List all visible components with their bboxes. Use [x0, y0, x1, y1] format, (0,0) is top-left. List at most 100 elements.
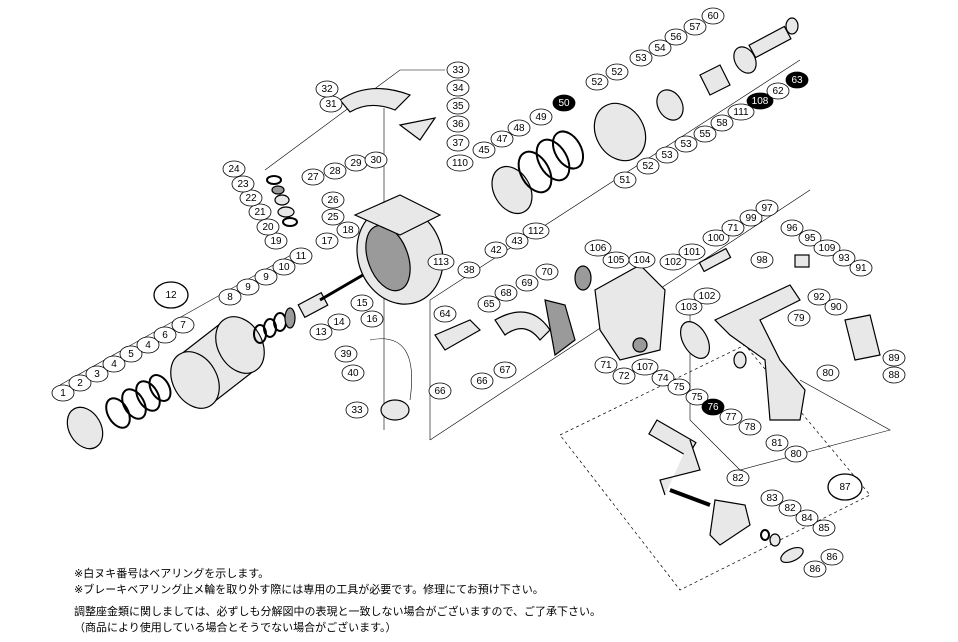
part-label-89: 89: [882, 349, 906, 367]
part-number: 30: [370, 155, 382, 166]
label-marker: [515, 274, 539, 292]
label-marker: [755, 199, 779, 217]
part-number: 8: [227, 292, 233, 303]
part-label-22: 22: [239, 189, 263, 207]
part-label-102: 102: [659, 253, 687, 271]
part-number: 13: [315, 327, 327, 338]
part-number: 99: [745, 213, 757, 224]
part-label-32: 32: [315, 80, 339, 98]
part-number: 52: [591, 77, 603, 88]
part-number: 55: [699, 129, 711, 140]
label-marker: [433, 305, 457, 323]
label-marker: [341, 364, 365, 382]
part-number: 39: [340, 349, 352, 360]
label-marker: [218, 288, 242, 306]
label-marker: [693, 287, 721, 305]
label-marker: [787, 309, 811, 327]
part-number: 45: [478, 145, 490, 156]
label-marker: [136, 336, 160, 354]
part-label-35: 35: [446, 97, 470, 115]
part-label-21: 21: [248, 203, 272, 221]
part-number: 3: [94, 369, 100, 380]
part-number: 33: [351, 405, 363, 416]
label-marker: [231, 175, 255, 193]
part-number: 80: [822, 368, 834, 379]
label-marker: [882, 349, 906, 367]
part-number: 15: [356, 298, 368, 309]
part-label-39: 39: [334, 345, 358, 363]
label-marker: [428, 382, 452, 400]
label-marker: [171, 316, 195, 334]
part-label-10: 10: [272, 258, 296, 276]
part-number: 77: [725, 412, 737, 423]
label-marker: [446, 97, 470, 115]
part-number: 72: [618, 371, 630, 382]
part-number: 90: [830, 302, 842, 313]
label-marker: [289, 247, 313, 265]
label-marker: [750, 251, 774, 269]
part-number: 102: [665, 257, 682, 268]
label-marker: [427, 253, 455, 271]
part-number: 38: [463, 265, 475, 276]
label-marker: [765, 434, 789, 452]
label-marker: [795, 509, 819, 527]
part-label-76: 76: [701, 398, 725, 416]
part-label-27: 27: [301, 168, 325, 186]
part-label-113: 113: [427, 253, 455, 271]
part-number: 49: [535, 112, 547, 123]
label-marker: [272, 258, 296, 276]
label-marker: [820, 548, 844, 566]
part-number: 5: [128, 349, 134, 360]
label-marker: [256, 218, 280, 236]
label-marker: [628, 251, 656, 269]
part-label-6: 6: [153, 326, 177, 344]
part-label-79: 79: [787, 309, 811, 327]
label-marker: [472, 141, 496, 159]
part-label-49: 49: [529, 108, 553, 126]
label-marker: [490, 130, 514, 148]
label-marker: [667, 378, 691, 396]
label-marker: [655, 146, 679, 164]
label-marker: [446, 115, 470, 133]
part-number: 47: [496, 134, 508, 145]
label-marker: [484, 241, 508, 259]
part-label-93: 93: [832, 249, 856, 267]
part-label-63: 63: [785, 71, 809, 89]
part-number: 76: [707, 402, 719, 413]
part-label-81: 81: [765, 434, 789, 452]
part-number: 25: [327, 212, 339, 223]
label-marker: [631, 358, 659, 376]
handle-knob: [709, 499, 751, 546]
label-marker: [594, 356, 618, 374]
label-marker: [674, 135, 698, 153]
part-label-78: 78: [738, 418, 762, 436]
label-marker: [710, 114, 734, 132]
part-number: 83: [766, 493, 778, 504]
part-number: 65: [483, 299, 495, 310]
part-number: 9: [263, 272, 269, 283]
label-marker: [612, 367, 636, 385]
part-label-52: 52: [605, 63, 629, 81]
part-number: 4: [145, 340, 151, 351]
bearing-label-marker: [552, 94, 576, 112]
label-marker: [726, 469, 750, 487]
part-number: 84: [801, 513, 813, 524]
part-number: 111: [733, 107, 749, 118]
part-label-48: 48: [507, 119, 531, 137]
label-marker: [766, 82, 790, 100]
part-label-87: 87: [827, 473, 863, 501]
part-number: 32: [321, 84, 333, 95]
part-number: 53: [680, 139, 692, 150]
label-marker: [685, 388, 709, 406]
part-number: 85: [818, 523, 830, 534]
part-label-100: 100: [702, 229, 730, 247]
part-label-53: 53: [674, 135, 698, 153]
label-marker: [85, 365, 109, 383]
part-number: 75: [673, 382, 685, 393]
part-label-45: 45: [472, 141, 496, 159]
part-label-37: 37: [446, 134, 470, 152]
part-number: 53: [635, 53, 647, 64]
part-number: 106: [590, 243, 607, 254]
label-marker: [778, 499, 802, 517]
